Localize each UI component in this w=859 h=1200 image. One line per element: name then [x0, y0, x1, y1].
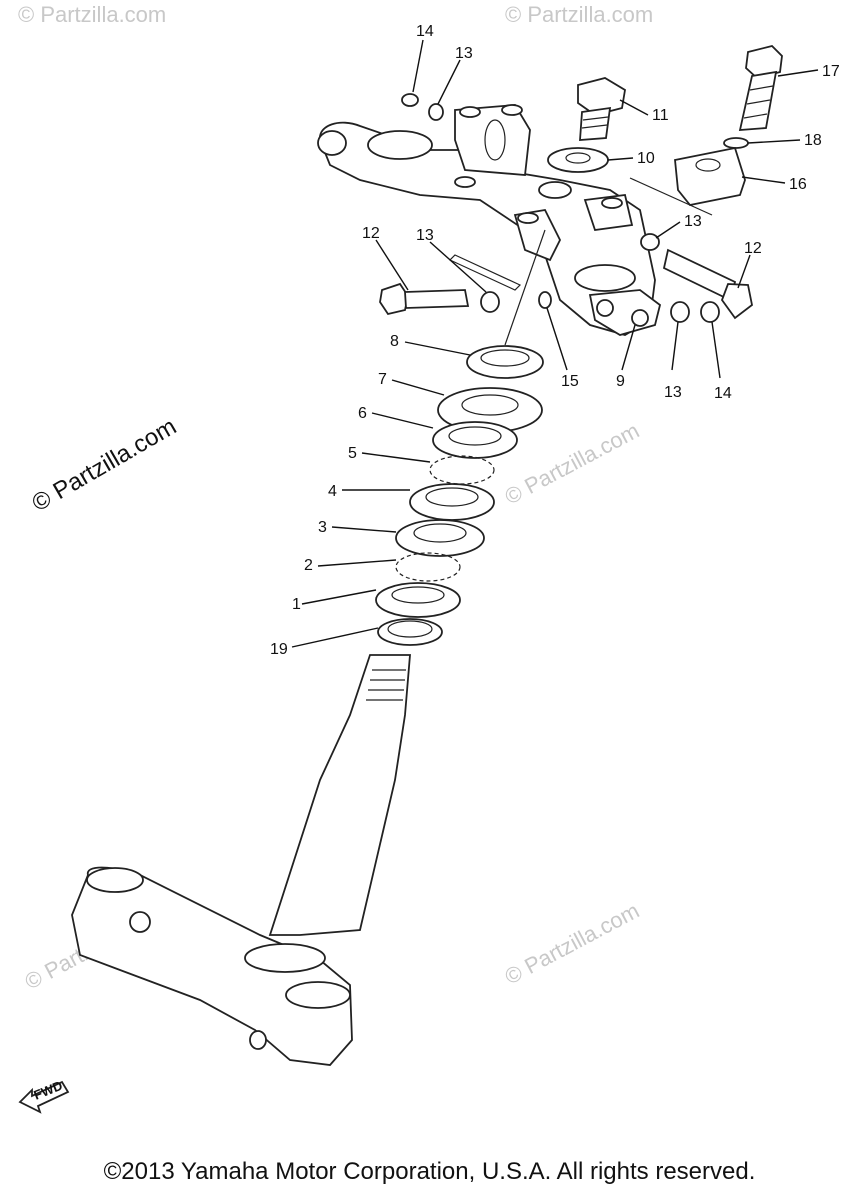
callout-14-right: 14: [714, 385, 732, 402]
part-6-race: [432, 421, 518, 459]
watermark-top-left: © Partzilla.com: [18, 2, 166, 27]
callout-14-top: 14: [416, 23, 434, 40]
assembly-line-16: [629, 177, 713, 216]
part-19-seal: [377, 618, 443, 646]
callout-17: 17: [822, 63, 840, 80]
callout-5: 5: [348, 445, 357, 462]
callout-12-left: 12: [362, 225, 380, 242]
callout-6: 6: [358, 405, 367, 422]
watermark-main: © Partzilla.com: [28, 413, 182, 517]
callout-9: 9: [616, 373, 625, 390]
callout-19: 19: [270, 641, 288, 658]
part-2-balls: [395, 552, 461, 582]
callout-12-right: 12: [744, 240, 762, 257]
watermark-middle: © Partzilla.com: [501, 418, 644, 510]
part-12-bolt-right: [662, 248, 753, 320]
callout-8: 8: [390, 333, 399, 350]
part-13-washer-right-upper: [640, 233, 660, 251]
callout-16: 16: [789, 176, 807, 193]
callout-2: 2: [304, 557, 313, 574]
part-7-cover: [437, 387, 543, 433]
part-18-washer: [723, 137, 749, 149]
part-14-nut-right: [700, 301, 720, 323]
upper-crown: [317, 104, 662, 336]
part-12-bolt-left: [379, 282, 470, 316]
callout-13-right-upper: 13: [684, 213, 702, 230]
watermark-top-center: © Partzilla.com: [505, 2, 653, 27]
part-14-nut-top: [401, 93, 419, 107]
callout-4: 4: [328, 483, 337, 500]
lower-bracket: [71, 866, 353, 1066]
part-1-race: [375, 582, 461, 618]
part-11-cap-bolt: [577, 77, 626, 141]
part-13-washer-right-lower: [670, 301, 690, 323]
callout-7: 7: [378, 371, 387, 388]
part-5-balls: [429, 455, 495, 485]
callout-15: 15: [561, 373, 579, 390]
pinch-slot: [448, 254, 522, 291]
callout-3: 3: [318, 519, 327, 536]
part-3-race: [395, 519, 485, 557]
callout-13-top: 13: [455, 45, 473, 62]
leader-lines: [291, 39, 819, 648]
copyright-notice: ©2013 Yamaha Motor Corporation, U.S.A. A…: [103, 1158, 756, 1185]
callout-13-right-lower: 13: [664, 384, 682, 401]
part-4-race: [409, 483, 495, 521]
callout-13-left: 13: [416, 227, 434, 244]
part-13-washer-left: [480, 291, 500, 313]
part-8-ring-nut: [466, 345, 544, 379]
part-13-washer-top: [428, 103, 444, 121]
callout-10: 10: [637, 150, 655, 167]
part-17-bolt: [738, 45, 783, 131]
axis-line-upper: [504, 229, 546, 346]
part-10-washer: [547, 147, 609, 173]
part-15-clip: [538, 291, 552, 309]
callout-18: 18: [804, 132, 822, 149]
callout-labels: 14 13 11 17 18 10 16 13 12 13 12 8 15 9 …: [270, 23, 840, 658]
callout-11: 11: [652, 107, 669, 124]
part-16-holder: [674, 146, 746, 206]
callout-1: 1: [292, 596, 301, 613]
watermark-lower-right: © Partzilla.com: [501, 898, 644, 990]
forward-direction-arrow: FWD: [18, 1078, 70, 1114]
steering-stem: [268, 654, 411, 936]
